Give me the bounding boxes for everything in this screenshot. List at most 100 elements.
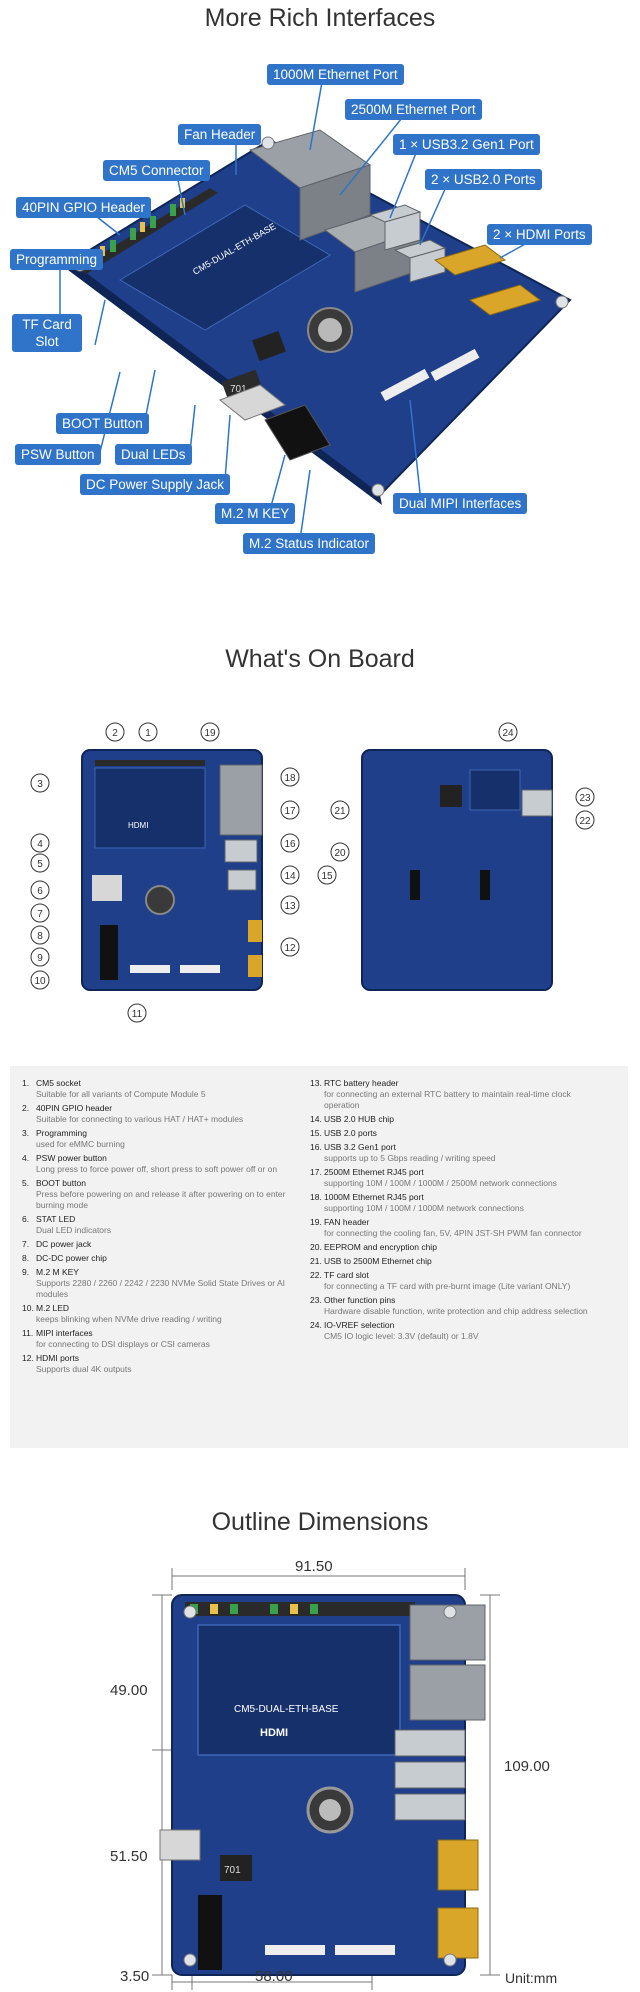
component-number: 22. [310,1270,322,1280]
callout-1000m-ethernet: 1000M Ethernet Port [267,64,404,85]
component-description: for connecting the cooling fan, 5V, 4PIN… [324,1228,582,1238]
svg-text:5: 5 [37,859,43,870]
component-number: 12. [22,1353,34,1363]
marker-6 [30,880,50,900]
dim-lower: 51.50 [110,1848,148,1865]
dim-height: 109.00 [504,1758,550,1775]
component-number: 17. [310,1167,322,1177]
component-number: 11. [22,1328,34,1338]
component-number: 16. [310,1142,322,1152]
component-item: 20.EEPROM and encryption chip [310,1242,600,1253]
marker-1 [138,722,158,742]
svg-text:21: 21 [334,806,346,817]
svg-text:19: 19 [204,728,216,739]
onboard-front-board: HDMI [81,749,553,991]
marker-layer: 2 1 19 3 18 17 16 4 5 14 15 6 13 7 8 12 … [30,722,595,1023]
callout-tf-card-slot: TF Card Slot [12,314,82,352]
component-number: 3. [22,1128,30,1138]
component-title: M.2 M KEY [36,1267,79,1277]
marker-15 [317,865,337,885]
component-title: IO-VREF selection [324,1320,395,1330]
component-number: 15. [310,1128,322,1138]
marker-12 [280,937,300,957]
callout-fan-header: Fan Header [178,124,262,145]
component-number: 13. [310,1078,322,1088]
component-description: Suitable for connecting to various HAT /… [36,1114,244,1124]
callout-psw-button: PSW Button [15,444,101,465]
svg-text:24: 24 [502,728,514,739]
marker-5 [30,853,50,873]
svg-text:6: 6 [37,886,43,897]
component-description: for connecting an external RTC battery t… [324,1089,571,1110]
callout-cm5-connector: CM5 Connector [103,160,210,181]
component-title: MIPI interfaces [36,1328,93,1338]
component-title: DC-DC power chip [36,1253,107,1263]
component-title: TF card slot [324,1270,369,1280]
dim-upper: 49.00 [110,1682,148,1699]
dimensions-board-illustration: CM5-DUAL-ETH-BASE HDMI 701 [152,1568,500,1990]
component-number: 5. [22,1178,30,1188]
callout-m2-status-indicator: M.2 Status Indicator [243,533,376,554]
marker-23 [575,787,595,807]
onboard-title: What's On Board [225,645,415,673]
marker-20 [330,842,350,862]
component-title: STAT LED [36,1214,76,1224]
board-chip-label: 701 [230,384,247,395]
dim-bottom-left: 3.50 [120,1968,150,1985]
callout-boot-button: BOOT Button [56,413,149,434]
component-title: PSW power button [36,1153,107,1163]
svg-text:10: 10 [34,976,46,987]
component-number: 8. [22,1253,30,1263]
svg-text:14: 14 [284,871,296,882]
component-title: USB to 2500M Ethernet chip [324,1256,432,1266]
component-title: USB 3.2 Gen1 port [324,1142,396,1152]
marker-21 [330,800,350,820]
component-description: Hardware disable function, write protect… [324,1306,588,1316]
component-number: 9. [22,1267,30,1277]
svg-text:13: 13 [284,901,296,912]
component-description: keeps blinking when NVMe drive reading /… [36,1314,222,1324]
component-description: Press before powering on and release it … [36,1189,286,1210]
marker-19 [200,722,220,742]
callout-2500m-ethernet: 2500M Ethernet Port [345,99,482,120]
component-item: 7. DC power jack [22,1239,312,1250]
callout-dual-leds: Dual LEDs [115,444,192,465]
component-title: FAN header [324,1217,370,1227]
svg-text:12: 12 [284,943,296,954]
component-title: BOOT button [36,1178,86,1188]
component-item: 14.USB 2.0 HUB chip [310,1114,600,1125]
marker-4 [30,833,50,853]
marker-2 [105,722,125,742]
marker-9 [30,947,50,967]
component-title: RTC battery header [324,1078,399,1088]
callout-hdmi-ports: 2 × HDMI Ports [487,224,592,245]
dim-width: 91.50 [295,1558,333,1575]
component-item: 8. DC-DC power chip [22,1253,312,1264]
component-title: USB 2.0 ports [324,1128,377,1138]
marker-24 [498,722,518,742]
component-number: 7. [22,1239,30,1249]
svg-text:16: 16 [284,839,296,850]
svg-text:22: 22 [579,816,591,827]
svg-text:11: 11 [132,1009,143,1020]
svg-text:20: 20 [334,848,346,859]
svg-text:15: 15 [321,871,333,882]
component-title: 1000M Ethernet RJ45 port [324,1192,424,1202]
component-title: DC power jack [36,1239,92,1249]
component-number: 18. [310,1192,322,1202]
component-description: Supports 2280 / 2260 / 2242 / 2230 NVMe … [36,1278,286,1299]
svg-text:2: 2 [112,728,118,739]
component-number: 10. [22,1303,34,1313]
marker-13 [280,895,300,915]
